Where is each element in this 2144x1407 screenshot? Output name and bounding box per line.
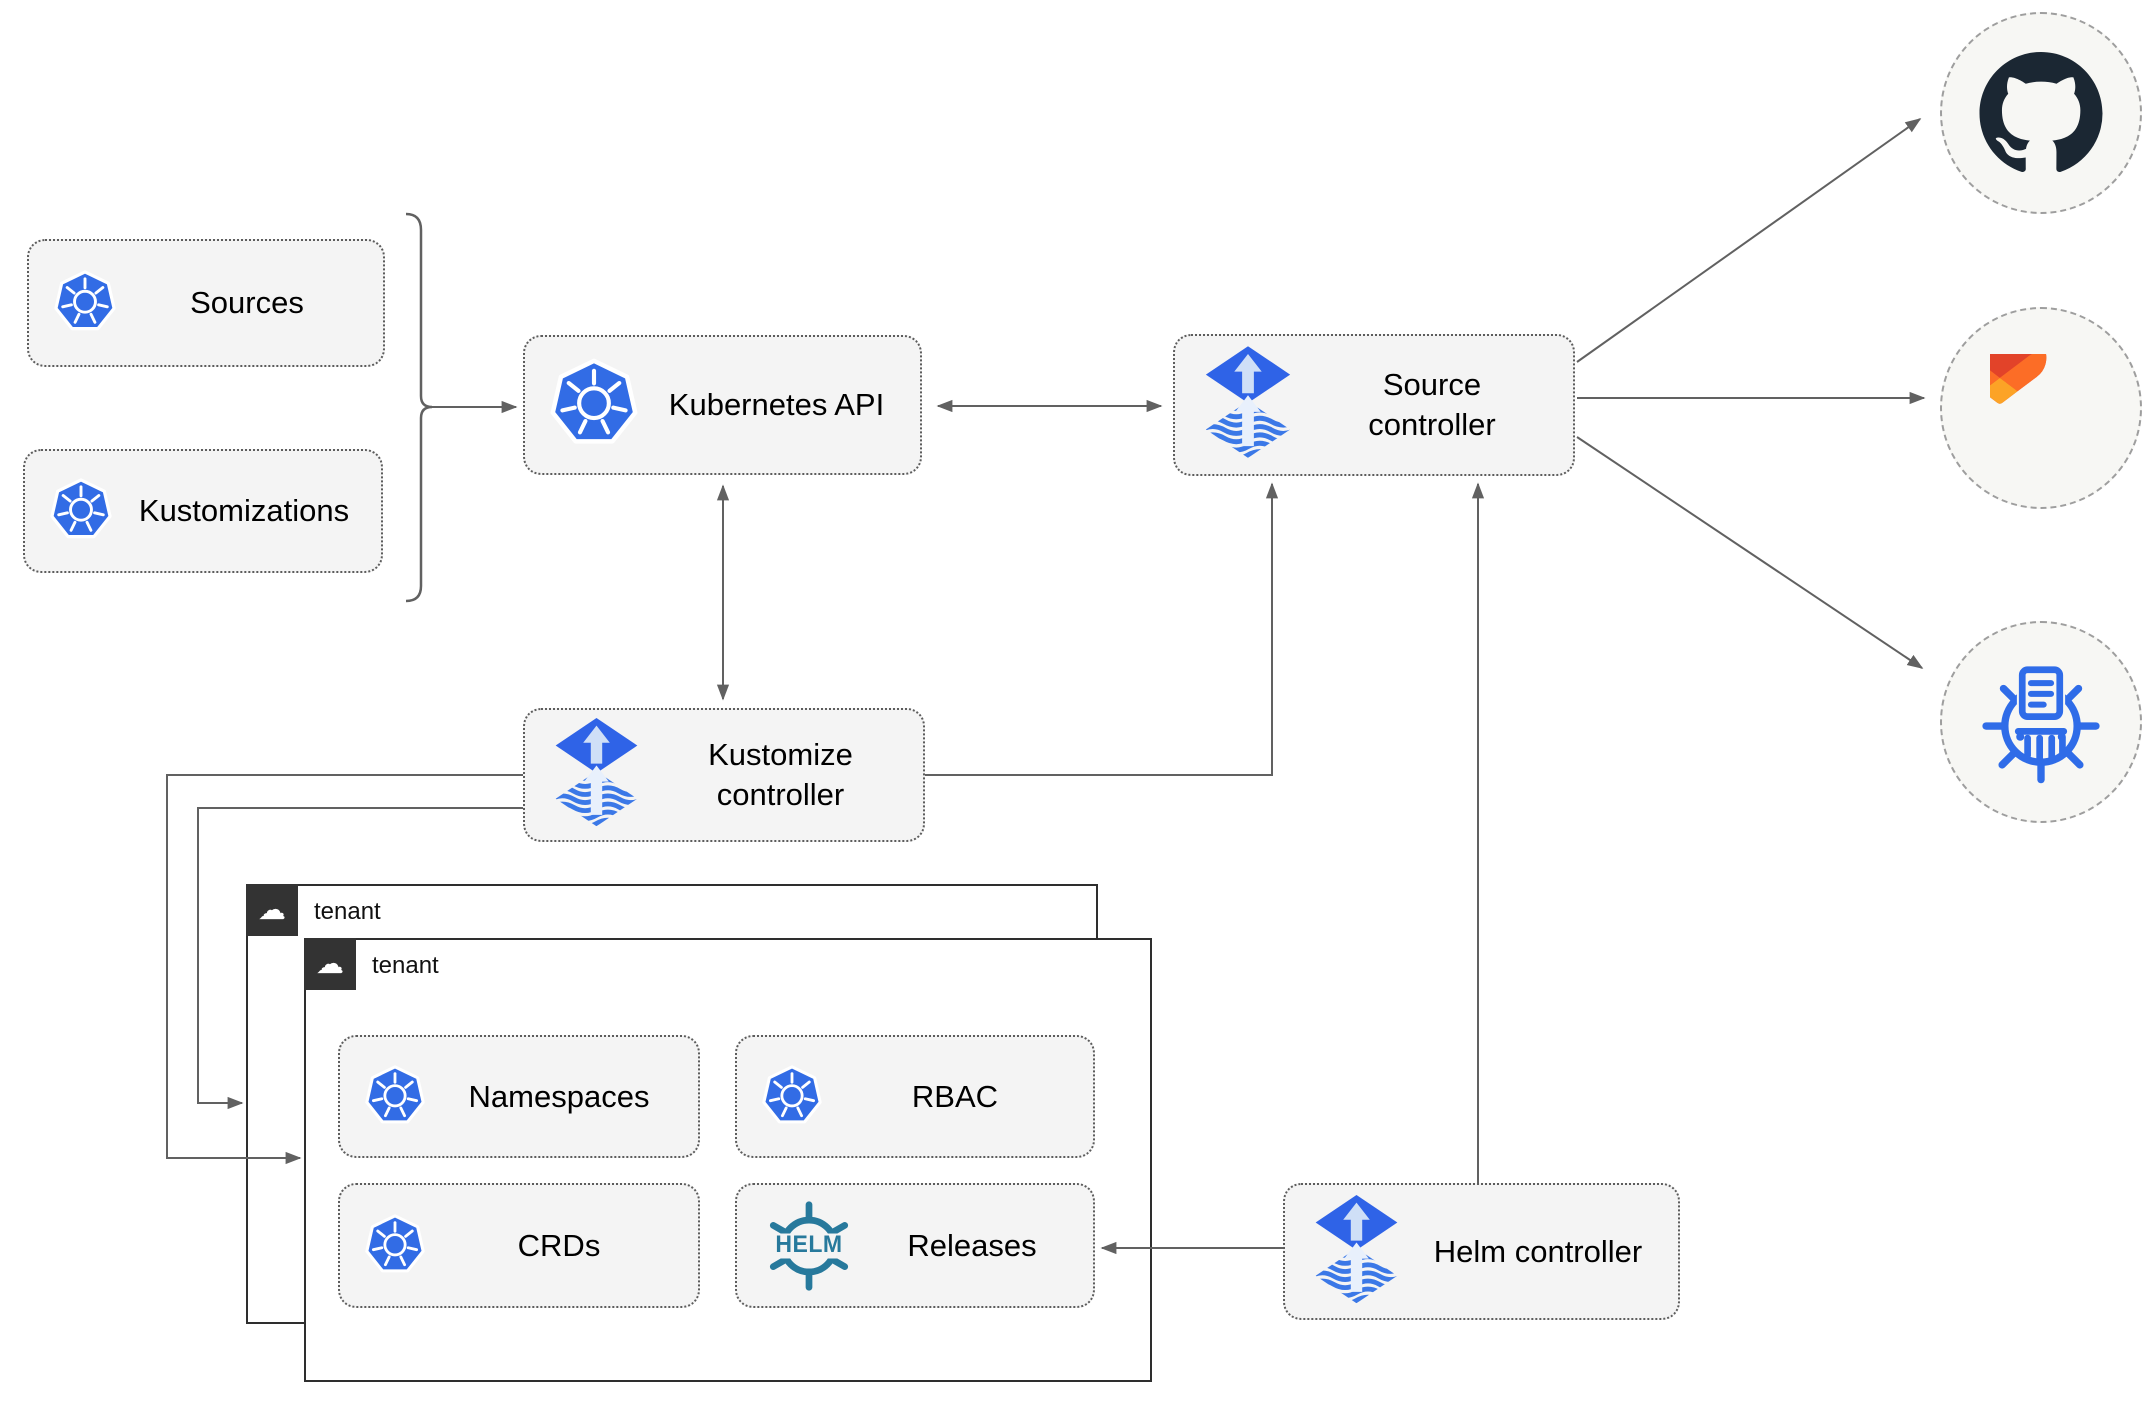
endpoint-chartmuseum [1940, 621, 2142, 823]
kubernetes-icon [53, 270, 117, 336]
tenant-group-front: ☁ tenant [304, 938, 1152, 1382]
node-source-controller: Source controller [1173, 334, 1575, 476]
node-kustomizations: Kustomizations [23, 449, 383, 573]
tenant-header: ☁ [304, 938, 356, 990]
node-label: Source controller [1368, 367, 1496, 442]
node-label: Kubernetes API [668, 387, 885, 423]
endpoint-gitlab [1940, 307, 2142, 509]
kubernetes-icon [49, 478, 113, 544]
flux-icon [549, 718, 644, 832]
tenant-label: tenant [372, 952, 439, 979]
node-label: Releases [907, 1227, 1037, 1263]
github-octocat-icon [1978, 52, 2104, 175]
kubernetes-icon [549, 358, 639, 452]
node-kubernetes-api: Kubernetes API [523, 335, 922, 475]
bracket-group-sources [405, 212, 433, 603]
node-kustomize-controller: Kustomize controller [523, 708, 925, 842]
flux-icon [1309, 1195, 1404, 1309]
node-label: CRDs [517, 1227, 601, 1263]
node-rbac: RBAC [735, 1035, 1095, 1158]
kubernetes-icon [364, 1065, 426, 1129]
arrow-kustomize-controller-to-source-controller [925, 482, 1279, 776]
tenant-label: tenant [314, 898, 381, 925]
tenant-header: ☁ [246, 884, 298, 936]
node-crds: CRDs [338, 1183, 700, 1308]
cloud-icon: ☁ [316, 947, 344, 980]
flux-icon [1199, 346, 1297, 464]
node-helm-controller: Helm controller [1283, 1183, 1680, 1320]
kubernetes-icon [364, 1214, 426, 1278]
node-label: Kustomizations [138, 493, 350, 529]
node-label: Namespaces [468, 1078, 650, 1114]
helm-icon: HELM [761, 1198, 857, 1294]
arrow-source-controller-to-chartmuseum [1576, 436, 1924, 669]
helm-logo-text: HELM [775, 1230, 843, 1258]
node-namespaces: Namespaces [338, 1035, 700, 1158]
chartmuseum-wheel-icon [1974, 655, 2108, 789]
cloud-icon: ☁ [258, 893, 286, 926]
node-sources: Sources [27, 239, 385, 367]
node-label: Helm controller [1433, 1233, 1643, 1269]
node-label: Kustomize controller [708, 737, 853, 812]
arrow-source-controller-to-github [1576, 118, 1922, 363]
node-releases: HELM Releases [735, 1183, 1095, 1308]
node-label: Sources [190, 285, 304, 321]
endpoint-github [1940, 12, 2142, 214]
node-label: RBAC [911, 1078, 999, 1114]
gitlab-tanuki-icon [1990, 354, 2092, 463]
kubernetes-icon [761, 1065, 823, 1129]
